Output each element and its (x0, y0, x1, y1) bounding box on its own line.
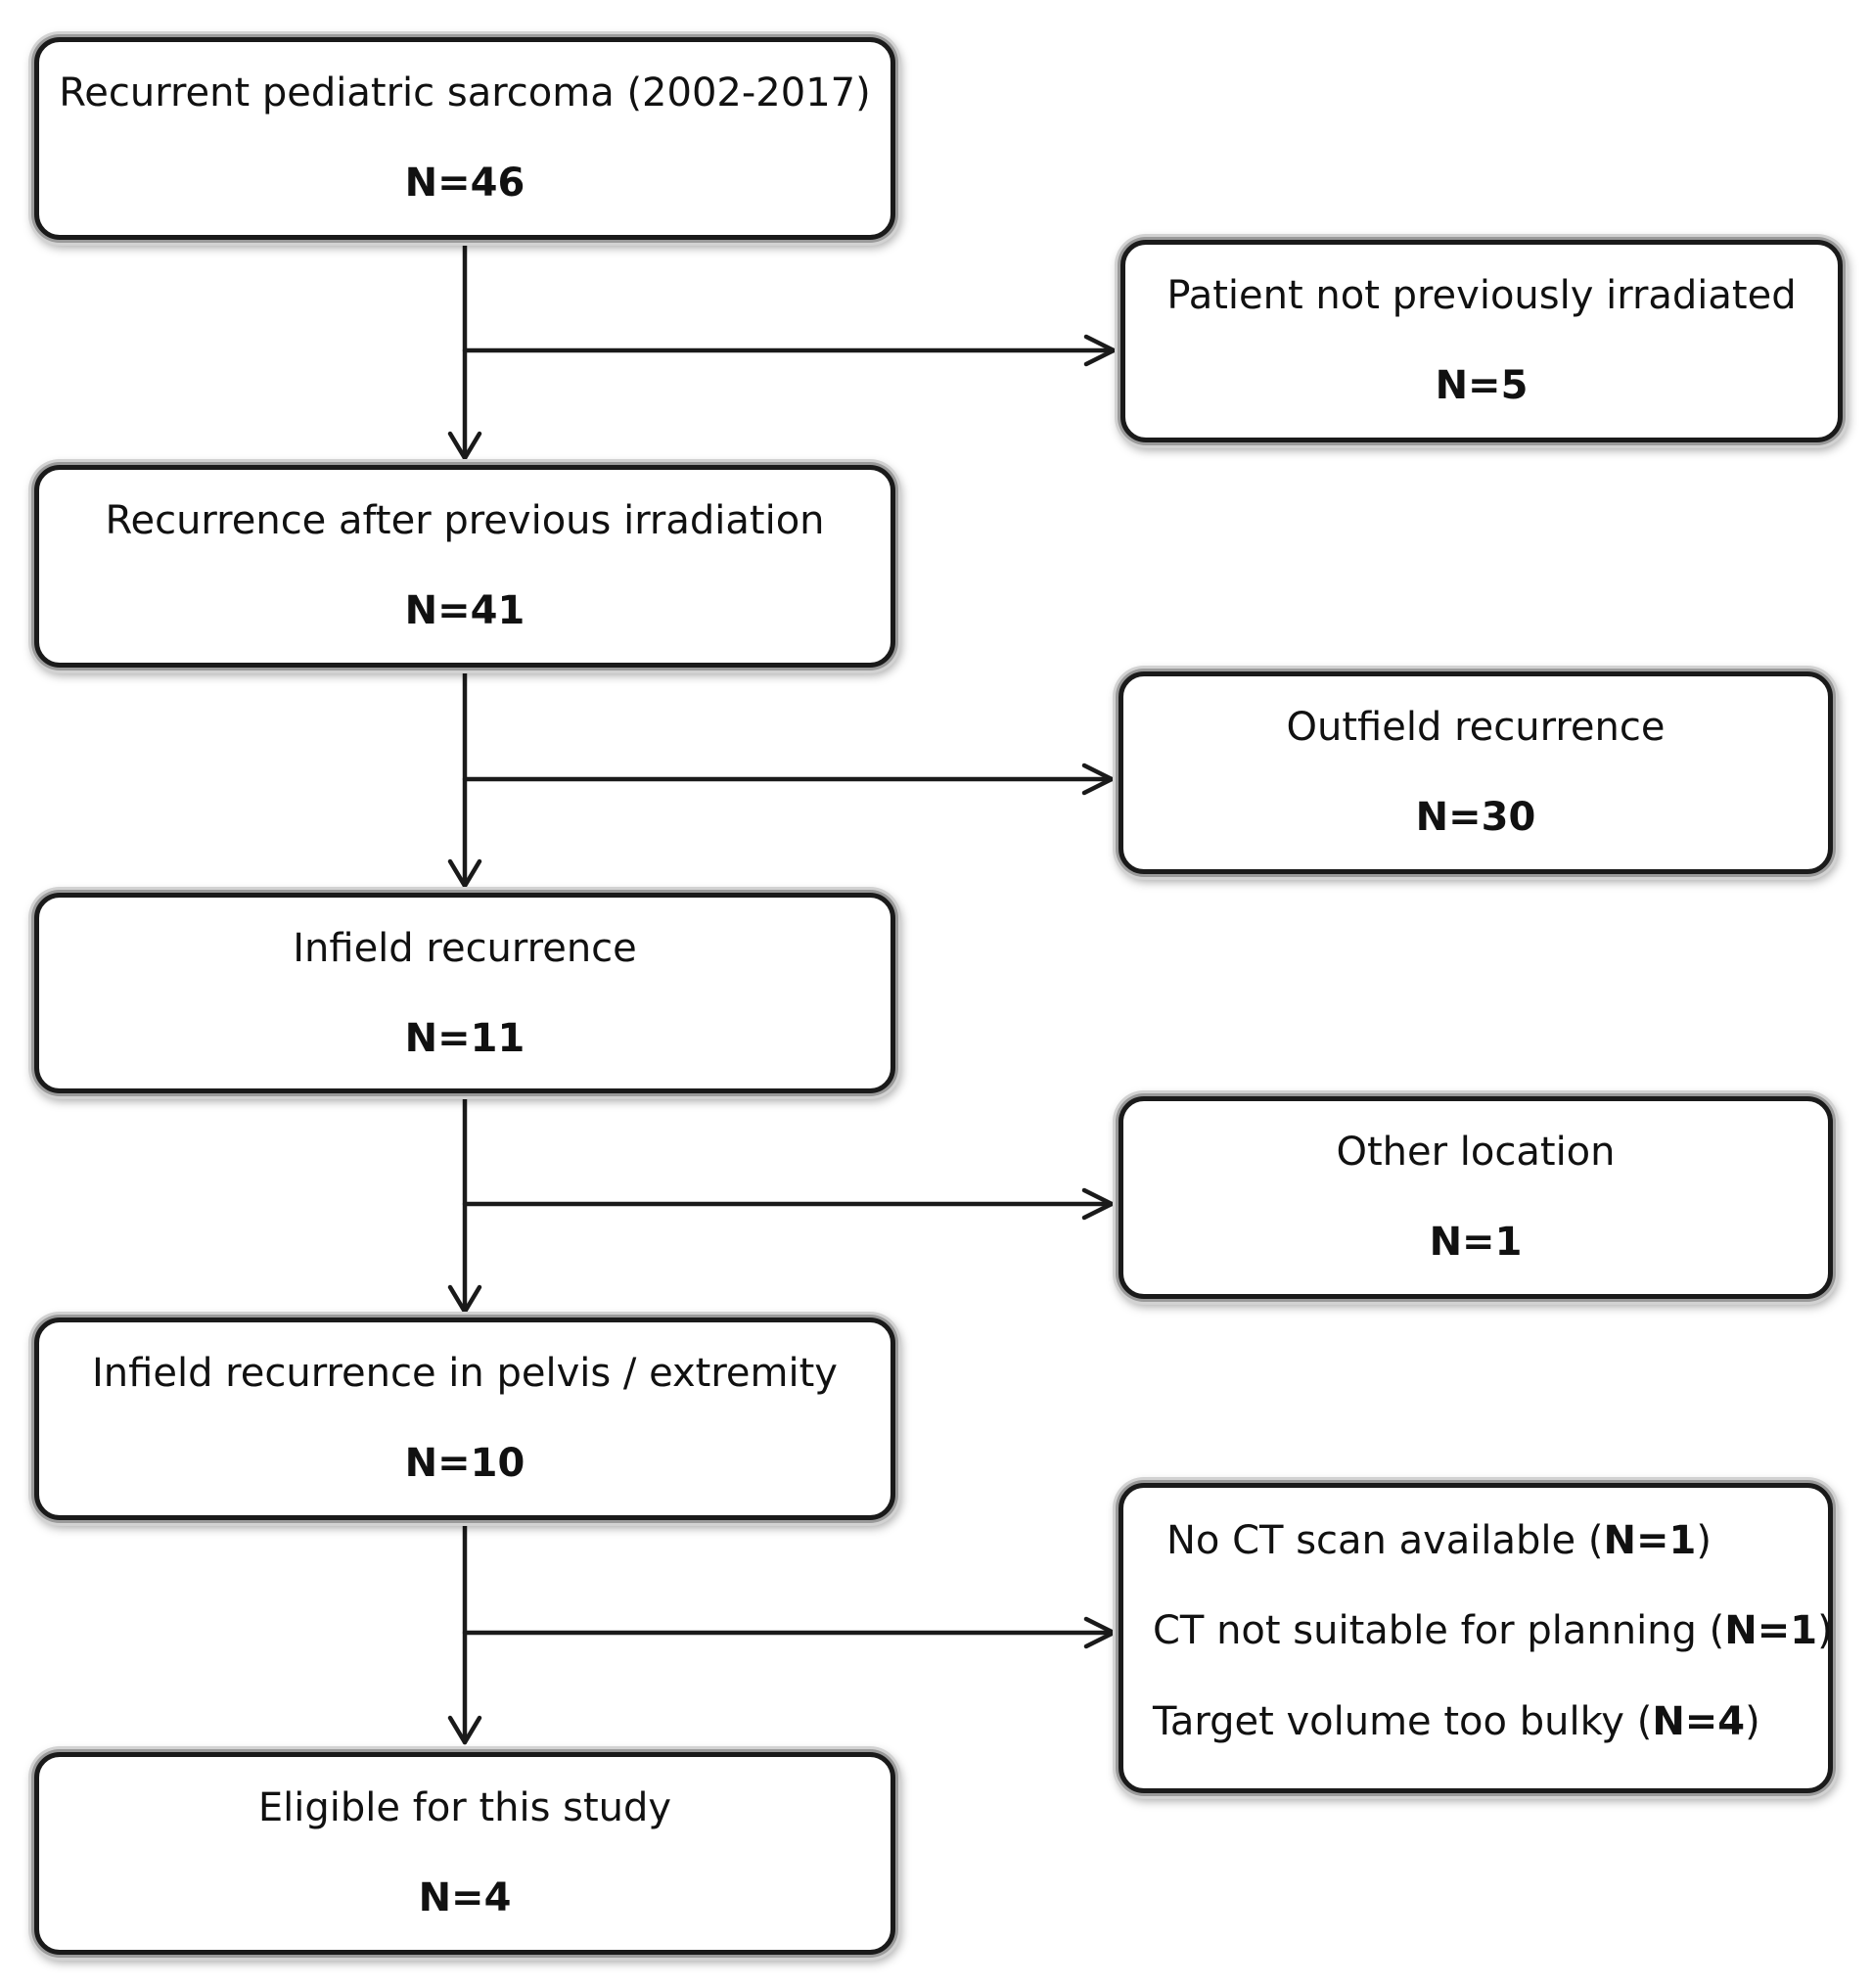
arrowhead-right-3 (1081, 1187, 1115, 1221)
exclusion-box-not-previously-irradiated: Patient not previously irradiated N=5 (1120, 240, 1843, 442)
arrowhead-right-1 (1083, 334, 1117, 367)
box-label: Eligible for this study (257, 1785, 672, 1830)
exclusion-reason-no-ct-scan: No CT scan available (N=1) (1166, 1518, 1712, 1563)
box-count: N=41 (404, 588, 525, 633)
box-label: Patient not previously irradiated (1166, 273, 1797, 318)
exclusion-box-outfield-recurrence: Outfield recurrence N=30 (1119, 671, 1833, 874)
flow-box-recurrence-after-irradiation: Recurrence after previous irradiation N=… (34, 465, 895, 668)
flow-box-eligible-for-study: Eligible for this study N=4 (34, 1752, 895, 1955)
box-label: Recurrence after previous irradiation (105, 498, 825, 543)
box-count: N=1 (1429, 1220, 1523, 1265)
box-label: Outfield recurrence (1286, 705, 1666, 750)
flow-box-infield-pelvis-extremity: Infield recurrence in pelvis / extremity… (34, 1318, 895, 1520)
arrowhead-down-1 (447, 431, 482, 461)
exclusion-box-final-reasons: No CT scan available (N=1) CT not suitab… (1119, 1483, 1833, 1793)
box-label: Other location (1336, 1130, 1616, 1175)
box-label: Recurrent pediatric sarcoma (2002-2017) (59, 70, 871, 116)
reason-text: CT not suitable for planning (1153, 1608, 1697, 1653)
reason-count: N=4 (1652, 1699, 1746, 1744)
box-count: N=4 (418, 1875, 512, 1920)
arrowhead-right-2 (1081, 763, 1115, 796)
exclusion-box-other-location: Other location N=1 (1119, 1096, 1833, 1299)
box-count: N=11 (404, 1016, 525, 1061)
box-count: N=30 (1415, 795, 1536, 840)
box-label: Infield recurrence (293, 926, 637, 971)
reason-text: No CT scan available (1166, 1518, 1576, 1563)
exclusion-reason-ct-not-suitable: CT not suitable for planning (N=1) (1153, 1608, 1833, 1653)
box-count: N=46 (404, 161, 525, 206)
arrowhead-down-2 (447, 858, 482, 889)
reason-text: Target volume too bulky (1153, 1699, 1624, 1744)
arrowhead-down-3 (447, 1284, 482, 1315)
arrowhead-right-4 (1083, 1616, 1117, 1649)
flow-box-infield-recurrence: Infield recurrence N=11 (34, 893, 895, 1093)
reason-count: N=1 (1724, 1608, 1818, 1653)
reason-count: N=1 (1603, 1518, 1697, 1563)
flow-box-recurrent-pediatric-sarcoma: Recurrent pediatric sarcoma (2002-2017) … (34, 37, 895, 240)
exclusion-reason-target-too-bulky: Target volume too bulky (N=4) (1153, 1699, 1760, 1744)
box-count: N=5 (1435, 363, 1529, 408)
box-count: N=10 (404, 1441, 525, 1486)
box-label: Infield recurrence in pelvis / extremity (92, 1351, 838, 1396)
arrowhead-down-4 (447, 1715, 482, 1745)
